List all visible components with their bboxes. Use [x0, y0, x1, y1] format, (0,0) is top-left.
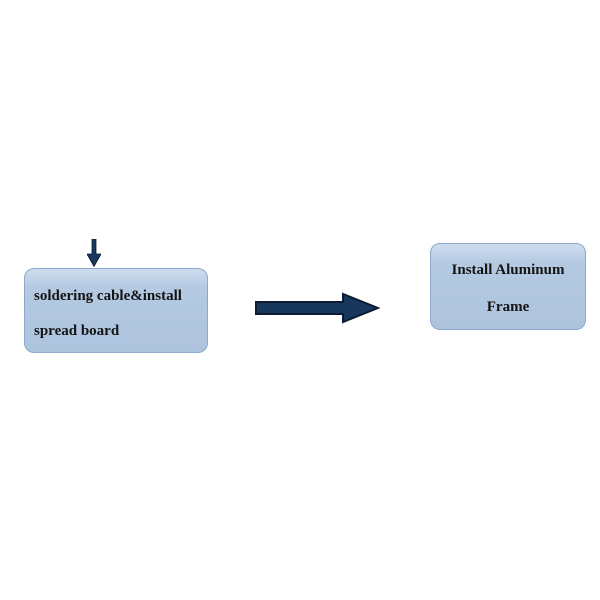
down-arrow-icon — [87, 239, 101, 267]
process-box-soldering-line2: spread board — [34, 323, 120, 339]
right-arrow-icon — [255, 292, 380, 324]
process-box-install-frame: Install Aluminum Frame — [430, 243, 586, 330]
process-box-install-frame-line2: Frame — [486, 299, 530, 315]
process-box-soldering-line1: soldering cable&install — [34, 288, 182, 304]
process-box-install-frame-line1: Install Aluminum — [451, 262, 565, 278]
process-box-soldering: soldering cable&install spread board — [24, 268, 208, 353]
